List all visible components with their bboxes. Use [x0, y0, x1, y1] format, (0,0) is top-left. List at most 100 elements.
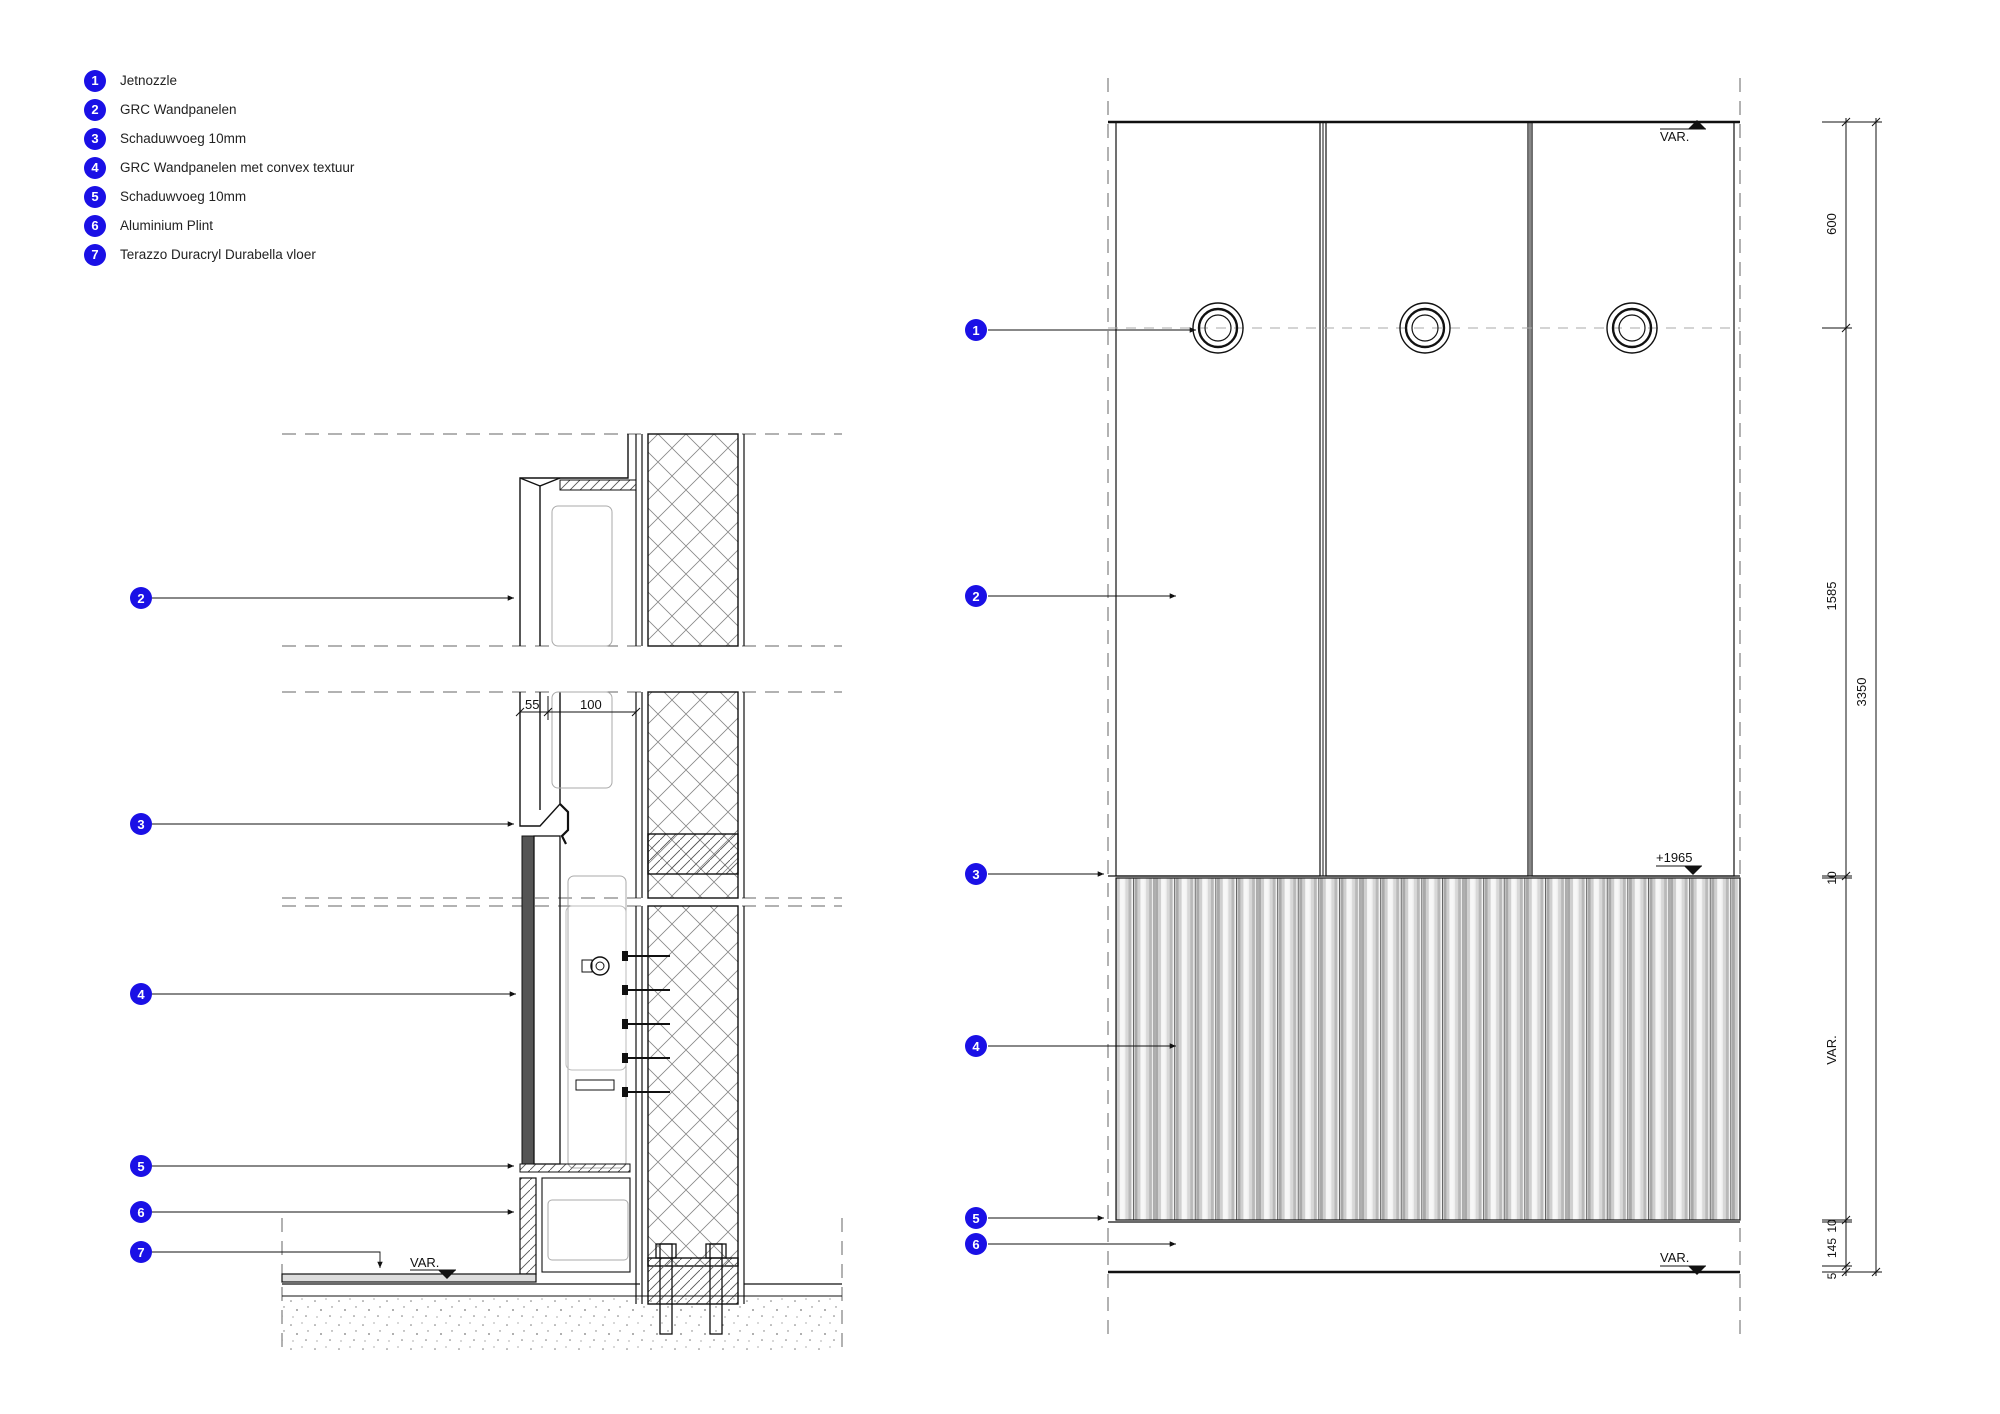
legend-badge: 6	[84, 214, 106, 237]
legend-label: Schaduwvoeg 10mm	[120, 131, 247, 146]
grc-wall-panel	[1325, 121, 1529, 877]
plinth-cavity-inner	[547, 1199, 629, 1261]
wall-elevation: VAR. +1965 VAR. 1 2 3	[965, 78, 1882, 1340]
svg-text:5: 5	[137, 1159, 144, 1174]
legend-label: Aluminium Plint	[120, 218, 214, 233]
dim-100-label: 100	[580, 697, 602, 712]
section-leaders	[152, 595, 516, 1268]
nozzle-housing	[565, 905, 627, 1071]
legend-badge: 3	[84, 127, 106, 150]
bottom-var-label: VAR.	[1660, 1250, 1689, 1265]
convex-panel-body	[533, 835, 561, 1165]
concrete-slab	[282, 1296, 842, 1350]
dimension-chain	[1822, 117, 1882, 1277]
section-callout: 3	[130, 813, 152, 835]
panel-clip	[559, 803, 570, 845]
dim-600-label: 600	[1824, 213, 1839, 235]
elevation-callout: 6	[965, 1233, 987, 1255]
legend-item: 6 Aluminium Plint	[84, 211, 354, 240]
insulation-strip-top	[559, 479, 637, 491]
legend-label: GRC Wandpanelen met convex textuur	[120, 160, 355, 175]
elevation-extent-lines	[1107, 78, 1741, 1340]
cassette-outline	[551, 505, 613, 647]
section-dimension	[515, 696, 641, 720]
legend-badge: 2	[84, 98, 106, 121]
masonry-wall-upper	[647, 433, 739, 647]
dim-var-label: VAR.	[1824, 1035, 1839, 1064]
svg-text:7: 7	[137, 1245, 144, 1260]
legend-label: GRC Wandpanelen	[120, 102, 237, 117]
wall-finish-lines	[635, 434, 745, 1304]
top-var-label: VAR.	[1660, 129, 1689, 144]
section-callout: 7	[130, 1241, 152, 1263]
level-marker-icon	[1688, 120, 1706, 129]
anchor-heads	[622, 951, 628, 1097]
legend-item: 2 GRC Wandpanelen	[84, 95, 354, 124]
svg-text:2: 2	[972, 589, 979, 604]
elevation-leaders	[988, 327, 1196, 1247]
level-marker-icon	[1688, 1266, 1706, 1275]
legend-item: 7 Terazzo Duracryl Durabella vloer	[84, 240, 354, 269]
terrazzo-floor	[281, 1273, 537, 1283]
elevation-callout: 2	[965, 585, 987, 607]
masonry-wall-lower	[647, 905, 739, 1267]
aluminium-plinth	[519, 1177, 537, 1275]
break-lines	[281, 433, 843, 1350]
legend-item: 5 Schaduwvoeg 10mm	[84, 182, 354, 211]
dim-1585-label: 1585	[1824, 582, 1839, 611]
svg-text:2: 2	[137, 591, 144, 606]
dim-145-label: 145	[1825, 1238, 1839, 1258]
legend-label: Terazzo Duracryl Durabella vloer	[120, 247, 316, 262]
svg-text:3: 3	[137, 817, 144, 832]
cassette-outline	[551, 691, 613, 789]
dim-10-label: 10	[1825, 871, 1839, 885]
plinth-cavity	[541, 1177, 631, 1273]
legend-badge: 5	[84, 185, 106, 208]
dim-3350-label: 3350	[1854, 678, 1869, 707]
section-callout: 6	[130, 1201, 152, 1223]
nozzle-section	[575, 956, 615, 1091]
svg-text:3: 3	[972, 867, 979, 882]
elevation-callout: 1	[965, 319, 987, 341]
wall-section: VAR. 55 100 2 3	[130, 433, 843, 1350]
elevation-callout: 3	[965, 863, 987, 885]
section-callout: 2	[130, 587, 152, 609]
wall-anchors	[626, 955, 670, 1093]
grc-wall-panel	[1531, 121, 1735, 877]
elevation-callout: 4	[965, 1035, 987, 1057]
level-marker-icon	[1684, 866, 1702, 875]
svg-text:4: 4	[972, 1039, 980, 1054]
convex-texture-panels	[1115, 877, 1741, 1221]
convex-panel-face	[521, 835, 535, 1165]
legend-item: 3 Schaduwvoeg 10mm	[84, 124, 354, 153]
legend-item: 1 Jetnozzle	[84, 66, 354, 95]
dim-10b-label: 10	[1825, 1219, 1839, 1233]
legend-label: Schaduwvoeg 10mm	[120, 189, 247, 204]
legend-item: 4 GRC Wandpanelen met convex textuur	[84, 153, 354, 182]
svg-text:4: 4	[137, 987, 145, 1002]
shadow-joint-bottom	[519, 1163, 631, 1173]
level-label: +1965	[1656, 850, 1693, 865]
legend-label: Jetnozzle	[120, 73, 178, 88]
jet-nozzle-icon	[1606, 302, 1658, 354]
svg-text:6: 6	[137, 1205, 144, 1220]
svg-text:1: 1	[972, 323, 979, 338]
floor-var-label: VAR.	[410, 1255, 439, 1270]
cassette-outline	[567, 875, 627, 1169]
grc-wall-panel	[1115, 121, 1321, 877]
legend-badge: 1	[84, 69, 106, 92]
jet-nozzle-icon	[1399, 302, 1451, 354]
dim-5-label: 5	[1825, 1272, 1839, 1279]
section-callout: 4	[130, 983, 152, 1005]
level-marker-icon	[438, 1270, 456, 1279]
svg-text:5: 5	[972, 1211, 979, 1226]
dim-55-label: 55	[525, 697, 539, 712]
section-callout: 5	[130, 1155, 152, 1177]
svg-text:6: 6	[972, 1237, 979, 1252]
legend-badge: 7	[84, 243, 106, 266]
base-bolts	[655, 1243, 727, 1335]
legend: 1 Jetnozzle 2 GRC Wandpanelen 3 Schaduwv…	[84, 66, 354, 269]
lintel-block	[647, 833, 739, 875]
legend-badge: 4	[84, 156, 106, 179]
